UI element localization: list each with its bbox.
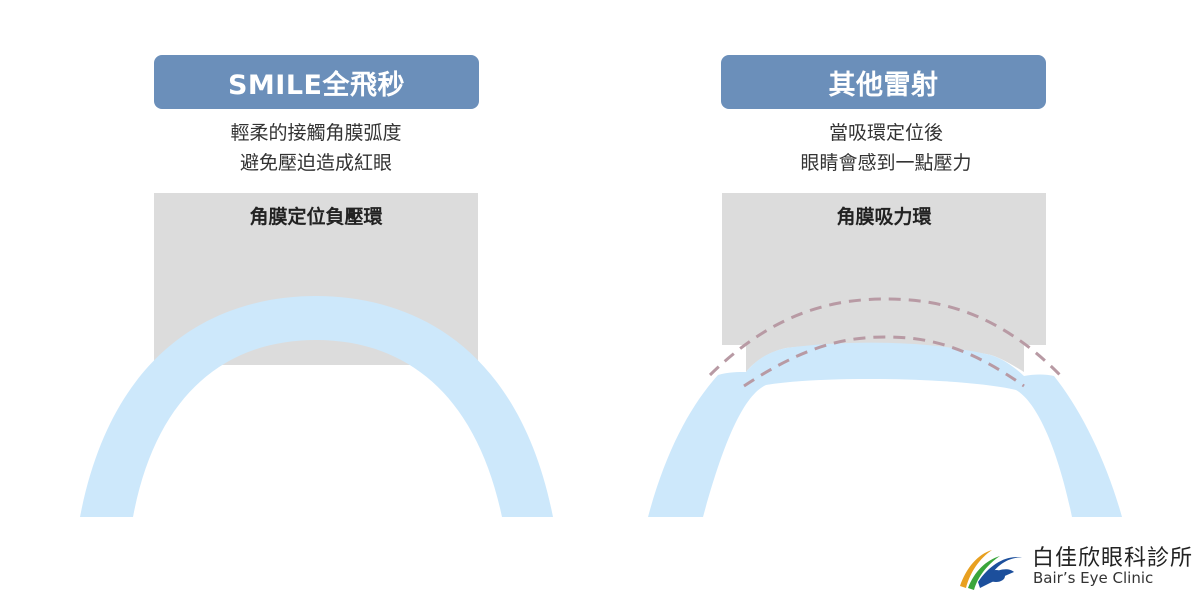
caption-line-2: 避免壓迫造成紅眼 [239,152,392,174]
clinic-name: 白佳欣眼科診所 [1032,546,1194,571]
device-label: 角膜定位負壓環 [249,205,383,228]
smile-diagram: 角膜定位負壓環 [80,193,553,517]
caption-line-1: 輕柔的接觸角膜弧度 [230,122,402,144]
suction-ring-device [722,193,1046,372]
smile-title-badge: SMILE全飛秒 [154,55,479,109]
flattened-cornea [648,342,1122,517]
other-laser-panel: 角膜吸力環 其他雷射 當吸環定位後 眼睛會感到一點壓力 [626,0,1146,540]
smile-caption: 輕柔的接觸角膜弧度 避免壓迫造成紅眼 [56,118,576,178]
other-laser-title: 其他雷射 [828,69,939,101]
smile-panel: 角膜定位負壓環 SMILE全飛秒 輕柔的接觸角膜弧度 避免壓迫造成紅眼 [56,0,576,540]
clinic-subtitle: Bair’s Eye Clinic [1033,569,1154,587]
other-laser-diagram: 角膜吸力環 [648,193,1122,517]
caption-line-2: 眼睛會感到一點壓力 [800,152,972,174]
device-label: 角膜吸力環 [836,205,932,228]
clinic-logo: 白佳欣眼科診所 Bair’s Eye Clinic [956,538,1196,594]
caption-line-1: 當吸環定位後 [828,122,943,144]
smile-title: SMILE全飛秒 [227,69,405,101]
other-laser-title-badge: 其他雷射 [721,55,1046,109]
eye-swoosh-logo-icon [960,550,1022,590]
other-laser-caption: 當吸環定位後 眼睛會感到一點壓力 [626,118,1146,178]
original-cornea-inner-dashed [743,335,1025,388]
cornea-arc [80,296,553,517]
